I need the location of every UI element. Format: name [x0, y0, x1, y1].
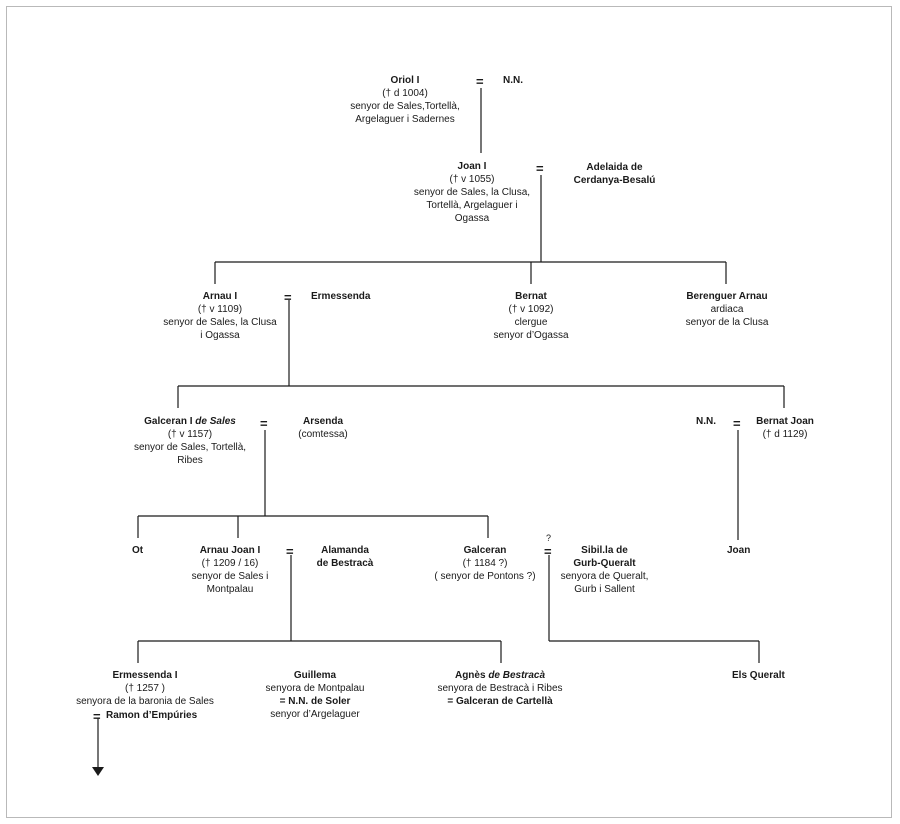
- spouse-name: N.N. de Soler: [288, 696, 351, 707]
- spouse-name: de Bestracà: [316, 558, 374, 569]
- person-dates: († d 1129): [762, 429, 808, 440]
- person-title: Ribes: [177, 455, 203, 466]
- person-name-main: Galceran I: [144, 416, 193, 427]
- person-arnau-i: Arnau I († v 1109) senyor de Sales, la C…: [150, 290, 290, 342]
- person-name: Oriol I: [390, 75, 420, 86]
- spouse-name: Gurb-Queralt: [573, 558, 636, 569]
- person-bernat: Bernat († v 1092) clergue senyor d’Ogass…: [471, 290, 591, 342]
- person-name-suffix: de Sales: [195, 416, 236, 427]
- person-name: Agnès de Bestracà: [425, 669, 575, 682]
- person-title: senyor d’Ogassa: [493, 330, 569, 341]
- arrow-down-icon: [92, 767, 104, 776]
- spouse-sibilla: Sibil.la de Gurb-Queralt senyora de Quer…: [557, 544, 652, 596]
- marriage-symbol: =: [544, 544, 552, 559]
- person-title: senyor de Sales,Tortellà,: [350, 101, 460, 112]
- person-title: senyora de la baronia de Sales: [76, 696, 214, 707]
- person-name: Ermessenda I: [112, 670, 178, 681]
- marriage-symbol: =: [260, 416, 268, 431]
- person-spouse: = N.N. de Soler: [245, 695, 385, 708]
- marriage-symbol: =: [476, 74, 484, 89]
- person-title: senyor de la Clusa: [685, 317, 769, 328]
- person-name: Berenguer Arnau: [686, 291, 768, 302]
- spouse-name: Alamanda: [321, 545, 369, 556]
- family-els-queralt: Els Queralt: [732, 670, 785, 681]
- person-title: Tortellà, Argelaguer i: [426, 200, 518, 211]
- spouse-name: Adelaida de: [586, 162, 643, 173]
- person-title: i Ogassa: [200, 330, 240, 341]
- person-name: Arnau Joan I: [199, 545, 261, 556]
- person-title: Ogassa: [454, 213, 490, 224]
- person-name: Galceran: [463, 545, 507, 556]
- person-joan: Joan: [727, 545, 751, 556]
- marriage-symbol: =: [733, 416, 741, 431]
- person-dates: († d 1004): [382, 88, 428, 99]
- marriage-symbol: =: [286, 544, 294, 559]
- person-title: senyor de Sales i: [191, 571, 269, 582]
- spouse-note: (comtessa): [298, 429, 348, 440]
- person-ot: Ot: [132, 545, 144, 556]
- person-galceran: Galceran († 1184 ?) ( senyor de Pontons …: [425, 544, 545, 583]
- person-title: Montpalau: [206, 584, 254, 595]
- person-name-suffix: de Bestracà: [488, 670, 546, 681]
- person-dates: († 1184 ?): [462, 558, 508, 569]
- marriage-symbol: =: [279, 696, 286, 707]
- person-name: Bernat: [515, 291, 547, 302]
- person-name: Galceran I de Sales: [120, 415, 260, 428]
- person-dates: († 1257 ): [124, 683, 166, 694]
- person-title: senyor de Sales, la Clusa,: [413, 187, 531, 198]
- spouse-nn: N.N.: [503, 75, 523, 86]
- person-name: Bernat Joan: [756, 416, 814, 427]
- spouse-name: Galceran de Cartellà: [455, 696, 553, 707]
- spouse-name: Cerdanya-Besalú: [573, 175, 656, 186]
- person-dates: († v 1092): [508, 304, 554, 315]
- marriage-symbol: =: [447, 696, 454, 707]
- person-joan-i: Joan I († v 1055) senyor de Sales, la Cl…: [402, 160, 542, 225]
- spouse-title: Gurb i Sallent: [574, 584, 635, 595]
- person-name: Joan I: [457, 161, 487, 172]
- person-dates: († v 1055): [449, 174, 495, 185]
- spouse-name: Arsenda: [302, 416, 343, 427]
- diagram-frame: [6, 6, 892, 818]
- person-title: ( senyor de Pontons ?): [434, 571, 536, 582]
- person-name: Guillema: [293, 670, 337, 681]
- person-title: Argelaguer i Sadernes: [355, 114, 455, 125]
- person-title: ardiaca: [710, 304, 744, 315]
- person-arnau-joan-i: Arnau Joan I († 1209 / 16) senyor de Sal…: [170, 544, 290, 596]
- person-bernat-joan: Bernat Joan († d 1129): [745, 415, 825, 441]
- person-galceran-i: Galceran I de Sales († v 1157) senyor de…: [120, 415, 260, 467]
- spouse-adelaida: Adelaida de Cerdanya-Besalú: [562, 161, 667, 187]
- spouse-alamanda: Alamanda de Bestracà: [305, 544, 385, 570]
- spouse-ramon: Ramon d’Empúries: [106, 710, 198, 721]
- uncertain-marker: ?: [546, 533, 552, 543]
- person-title: senyor de Sales, la Clusa: [163, 317, 277, 328]
- person-oriol: Oriol I († d 1004) senyor de Sales,Torte…: [335, 74, 475, 126]
- marriage-symbol: =: [536, 161, 544, 176]
- marriage-symbol: =: [284, 290, 292, 305]
- person-guillema: Guillema senyora de Montpalau = N.N. de …: [245, 669, 385, 721]
- person-title: senyor de Sales, Tortellà,: [133, 442, 247, 453]
- person-ermessenda-i: Ermessenda I († 1257 ) senyora de la bar…: [64, 669, 226, 708]
- person-name: Arnau I: [202, 291, 238, 302]
- spouse-arsenda: Arsenda (comtessa): [288, 415, 358, 441]
- marriage-symbol: =: [93, 709, 101, 724]
- person-berenguer-arnau: Berenguer Arnau ardiaca senyor de la Clu…: [667, 290, 787, 329]
- person-dates: († 1209 / 16): [201, 558, 259, 569]
- person-title: senyora de Montpalau: [265, 683, 365, 694]
- person-title: senyor d’Argelaguer: [270, 709, 360, 720]
- person-dates: († v 1109): [197, 304, 243, 315]
- person-agnes: Agnès de Bestracà senyora de Bestracà i …: [425, 669, 575, 708]
- spouse-title: senyora de Queralt,: [560, 571, 649, 582]
- person-title: senyora de Bestracà i Ribes: [437, 683, 563, 694]
- spouse-ermessenda: Ermessenda: [311, 291, 371, 302]
- person-name-main: Agnès: [454, 670, 486, 681]
- person-spouse: = Galceran de Cartellà: [425, 695, 575, 708]
- spouse-nn: N.N.: [696, 416, 716, 427]
- spouse-name: Sibil.la de: [581, 545, 628, 556]
- person-dates: († v 1157): [167, 429, 213, 440]
- person-title: clergue: [514, 317, 548, 328]
